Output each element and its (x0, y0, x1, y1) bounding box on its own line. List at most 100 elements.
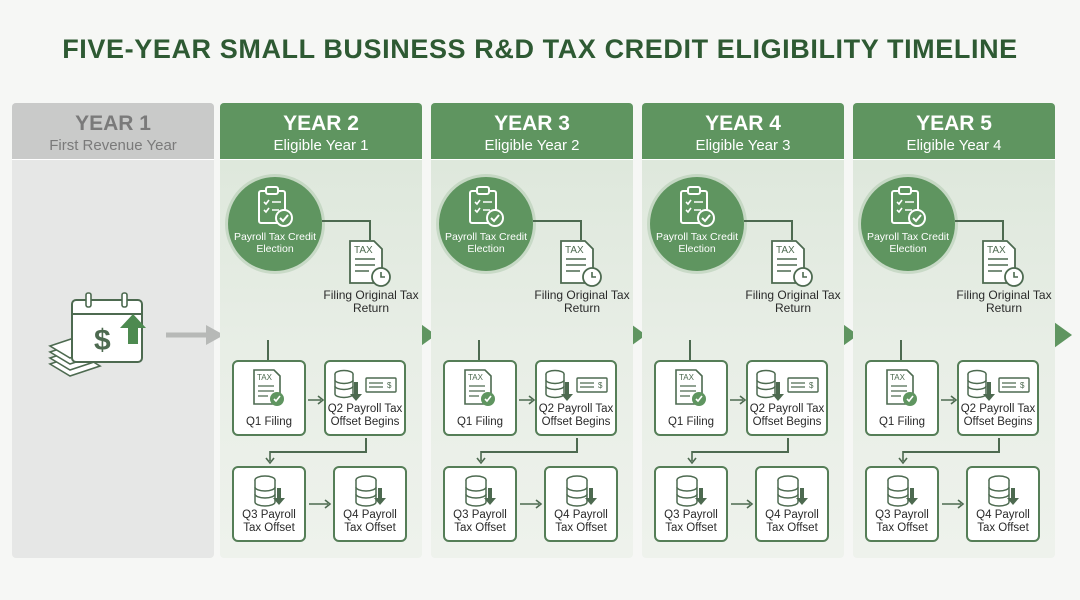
q1-label: Q1 Filing (456, 416, 504, 428)
coin-stack-down-icon (676, 475, 707, 507)
election-label: Payroll Tax Credit Election (866, 231, 950, 255)
connector (481, 451, 578, 453)
arrow-right-icon (308, 395, 325, 405)
tax-form-check-icon: TAX (675, 369, 706, 406)
coin-stack-down-icon (988, 475, 1019, 507)
q2-box: $ Q2 Payroll Tax Offset Begins (746, 360, 828, 436)
filing-label: Filing Original Tax Return (745, 288, 841, 315)
election-label: Payroll Tax Credit Election (233, 231, 317, 255)
svg-text:$: $ (598, 381, 603, 390)
year-header: YEAR 4 Eligible Year 3 (642, 103, 844, 160)
year-header: YEAR 2 Eligible Year 1 (220, 103, 422, 160)
tax-form-check-icon: TAX (464, 369, 495, 406)
tax-icon-text: TAX (987, 245, 1006, 256)
q1-box: TAX Q1 Filing (865, 360, 939, 436)
tax-icon-text: TAX (468, 373, 484, 382)
q2-label: Q2 Payroll Tax Offset Begins (960, 403, 1036, 428)
year-header: YEAR 3 Eligible Year 2 (431, 103, 633, 160)
arrow-right-icon (309, 499, 332, 509)
q2-box: $ Q2 Payroll Tax Offset Begins (324, 360, 406, 436)
arrow-right-icon (942, 499, 965, 509)
year-label: YEAR 2 (283, 112, 359, 135)
year-header: YEAR 5 Eligible Year 4 (853, 103, 1055, 160)
q1-label: Q1 Filing (667, 416, 715, 428)
connector (478, 340, 480, 360)
q3-box: Q3 Payroll Tax Offset (443, 466, 517, 542)
connector (955, 220, 1003, 222)
connector (267, 340, 269, 360)
year-column: YEAR 3 Eligible Year 2 Payroll Tax Credi… (431, 103, 633, 558)
page-title: FIVE-YEAR SMALL BUSINESS R&D TAX CREDIT … (62, 34, 1018, 64)
tax-icon-text: TAX (890, 373, 906, 382)
coin-check-icon: $ (967, 369, 1030, 401)
clipboard-check-icon (469, 186, 504, 227)
coin-stack-down-icon (777, 475, 808, 507)
coin-stack-down-icon (545, 369, 565, 399)
connector (900, 340, 902, 360)
arrow-down-icon (265, 451, 275, 465)
coin-stack-down-icon (254, 475, 285, 507)
svg-text:$: $ (809, 381, 814, 390)
connector (689, 340, 691, 360)
year-1-header: YEAR 1 First Revenue Year (12, 103, 214, 160)
q4-box: Q4 Payroll Tax Offset (966, 466, 1040, 542)
q1-label: Q1 Filing (878, 416, 926, 428)
year-1-label: YEAR 1 (75, 112, 151, 135)
year-1-column: YEAR 1 First Revenue Year $ (12, 103, 214, 558)
q1-box: TAX Q1 Filing (443, 360, 517, 436)
tax-icon-text: TAX (257, 373, 273, 382)
q1-label: Q1 Filing (245, 416, 293, 428)
year-subtitle: Eligible Year 2 (484, 137, 580, 154)
connector (791, 220, 793, 240)
year-1-subtitle: First Revenue Year (49, 137, 177, 154)
election-circle: Payroll Tax Credit Election (439, 177, 533, 271)
q4-label: Q4 Payroll Tax Offset (976, 509, 1030, 534)
q2-label: Q2 Payroll Tax Offset Begins (538, 403, 614, 428)
tax-icon-text: TAX (565, 245, 584, 256)
check-payment-icon: $ (365, 377, 397, 393)
connector (580, 220, 582, 240)
arrow-down-icon (687, 451, 697, 465)
arrow-right-icon (520, 499, 543, 509)
clipboard-check-icon (680, 186, 715, 227)
connector (576, 438, 578, 452)
coin-check-icon: $ (334, 369, 397, 401)
connector (533, 220, 581, 222)
q4-label: Q4 Payroll Tax Offset (765, 509, 819, 534)
connector (787, 438, 789, 452)
q4-label: Q4 Payroll Tax Offset (554, 509, 608, 534)
coin-check-icon: $ (756, 369, 819, 401)
q3-label: Q3 Payroll Tax Offset (453, 509, 507, 534)
year-label: YEAR 3 (494, 112, 570, 135)
connector (744, 220, 792, 222)
q3-box: Q3 Payroll Tax Offset (865, 466, 939, 542)
q1-box: TAX Q1 Filing (654, 360, 728, 436)
coin-check-icon: $ (545, 369, 608, 401)
coin-stack-down-icon (355, 475, 386, 507)
q4-box: Q4 Payroll Tax Offset (755, 466, 829, 542)
clipboard-check-icon (891, 186, 926, 227)
year-column: YEAR 5 Eligible Year 4 Payroll Tax Credi… (853, 103, 1055, 558)
arrow-right-icon (730, 395, 747, 405)
tax-icon-text: TAX (679, 373, 695, 382)
check-payment-icon: $ (787, 377, 819, 393)
filing-label: Filing Original Tax Return (534, 288, 630, 315)
q3-box: Q3 Payroll Tax Offset (232, 466, 306, 542)
tax-form-clock-icon: TAX (771, 240, 813, 287)
tax-icon-text: TAX (354, 245, 373, 256)
clipboard-check-icon (258, 186, 293, 227)
election-circle: Payroll Tax Credit Election (861, 177, 955, 271)
arrow-right-icon (519, 395, 536, 405)
year-subtitle: Eligible Year 4 (906, 137, 1002, 154)
year-label: YEAR 5 (916, 112, 992, 135)
year-column: YEAR 4 Eligible Year 3 Payroll Tax Credi… (642, 103, 844, 558)
coin-stack-down-icon (887, 475, 918, 507)
q1-box: TAX Q1 Filing (232, 360, 306, 436)
connector (365, 438, 367, 452)
q2-label: Q2 Payroll Tax Offset Begins (327, 403, 403, 428)
election-circle: Payroll Tax Credit Election (650, 177, 744, 271)
connector (903, 451, 1000, 453)
q3-label: Q3 Payroll Tax Offset (875, 509, 929, 534)
check-payment-icon: $ (998, 377, 1030, 393)
tax-form-check-icon: TAX (253, 369, 284, 406)
